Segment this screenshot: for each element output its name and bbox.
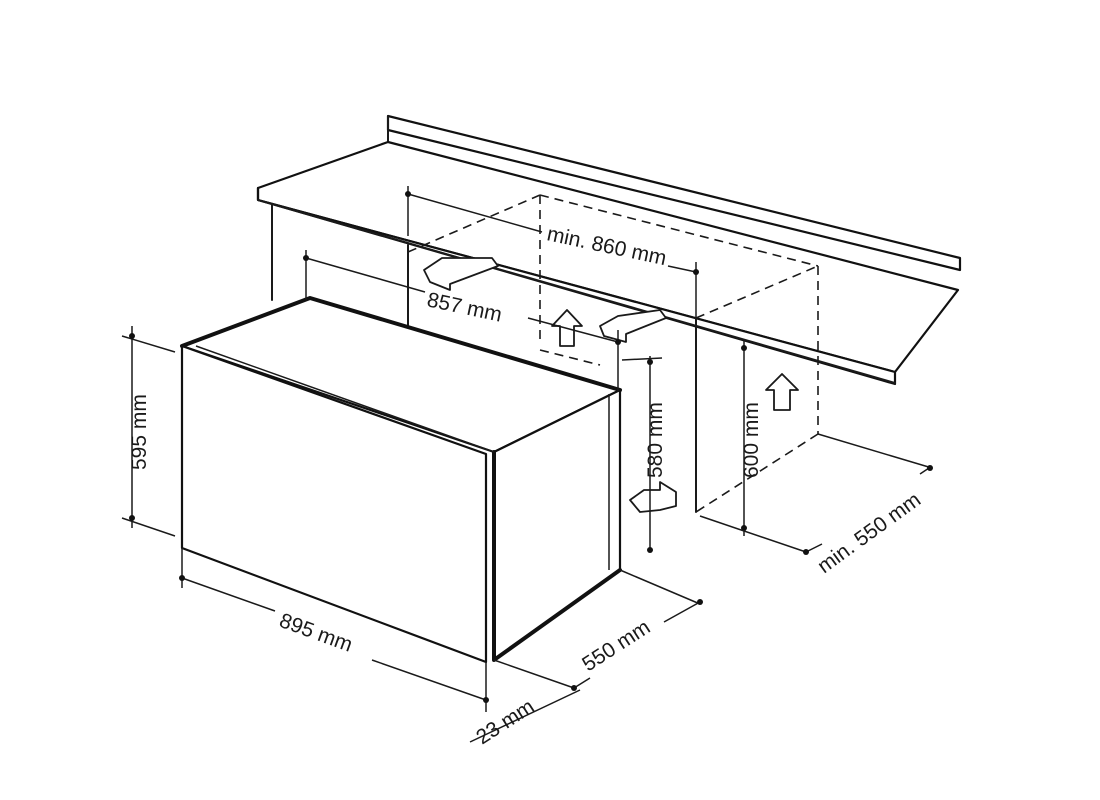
airflow-arrow-left — [423, 257, 499, 291]
dim-895-label: 895 mm — [276, 609, 355, 657]
dimension-23: 23 mm — [469, 662, 581, 749]
dim-595-ext-bottom — [121, 517, 176, 537]
dimension-min-550: min. 550 mm — [699, 433, 933, 578]
dim-580-ext-top — [621, 357, 663, 361]
dim-23-label: 23 mm — [472, 695, 538, 749]
dim-895-line-left — [181, 577, 276, 612]
niche-outline — [407, 194, 819, 513]
niche-top-back — [539, 194, 819, 267]
niche-top-right — [695, 265, 819, 319]
dim-580-label: 580 mm — [644, 402, 667, 478]
dim-min550-ext-bottom — [699, 515, 807, 553]
dim-580-tick-bottom — [647, 547, 653, 553]
dim-23-tick — [483, 697, 489, 703]
dimension-595: 595 mm — [121, 326, 176, 537]
dim-595-label: 595 mm — [128, 394, 151, 470]
dim-600-tick-bottom — [741, 525, 747, 531]
dim-895-tick-left — [179, 575, 185, 581]
dim-min550-tick-top — [927, 465, 933, 471]
oven-top-edge — [180, 296, 622, 392]
airflow-arrow-bottom — [629, 481, 677, 513]
worktop — [256, 114, 962, 386]
dim-595-ext-top — [121, 335, 176, 353]
niche-bottom-right — [695, 433, 819, 513]
dim-min550-ext-top — [817, 433, 933, 469]
worktop-bottom-edge — [257, 199, 896, 384]
dim-860-tick-right — [693, 269, 699, 275]
dimension-580: 580 mm — [621, 356, 667, 553]
dim-550-ext-bottom — [493, 659, 575, 689]
cabinet-walls — [271, 203, 697, 513]
dim-550-line-top — [663, 601, 701, 623]
airflow-arrow-right — [599, 309, 667, 343]
niche-top-left — [407, 194, 541, 253]
airflow-arrows — [423, 257, 799, 513]
dim-860-tick-left — [405, 191, 411, 197]
dim-600-label: 600 mm — [740, 402, 763, 478]
dim-857-tick-left — [303, 255, 309, 261]
dim-595-tick-bottom — [129, 515, 135, 521]
dim-580-tick-top — [647, 359, 653, 365]
dim-857-tick-right — [615, 339, 621, 345]
dim-550-tick-top — [697, 599, 703, 605]
dim-860-line-left — [407, 193, 543, 233]
dim-600-tick-top — [741, 345, 747, 351]
oven-frame-line — [195, 345, 495, 453]
dim-595-tick-top — [129, 333, 135, 339]
dim-550-tick-bottom — [571, 685, 577, 691]
dim-min550-tick-bottom — [803, 549, 809, 555]
dim-23-line — [469, 689, 581, 743]
dim-857-line-right — [527, 317, 619, 343]
dim-895-line-right — [371, 659, 487, 701]
worktop-front-edge — [256, 186, 897, 386]
dim-857-label: 857 mm — [425, 288, 504, 326]
dim-min550-label: min. 550 mm — [813, 488, 925, 578]
oven — [180, 296, 622, 664]
dim-550-label: 550 mm — [578, 616, 654, 677]
airflow-arrow-up-back — [765, 373, 799, 411]
dimension-600: 600 mm — [740, 340, 763, 536]
dim-550-ext — [619, 569, 701, 605]
dim-860-line-right — [667, 265, 697, 273]
dim-550-line-bottom — [573, 677, 591, 689]
dim-857-line-left — [305, 257, 426, 293]
niche-floor — [539, 349, 601, 366]
